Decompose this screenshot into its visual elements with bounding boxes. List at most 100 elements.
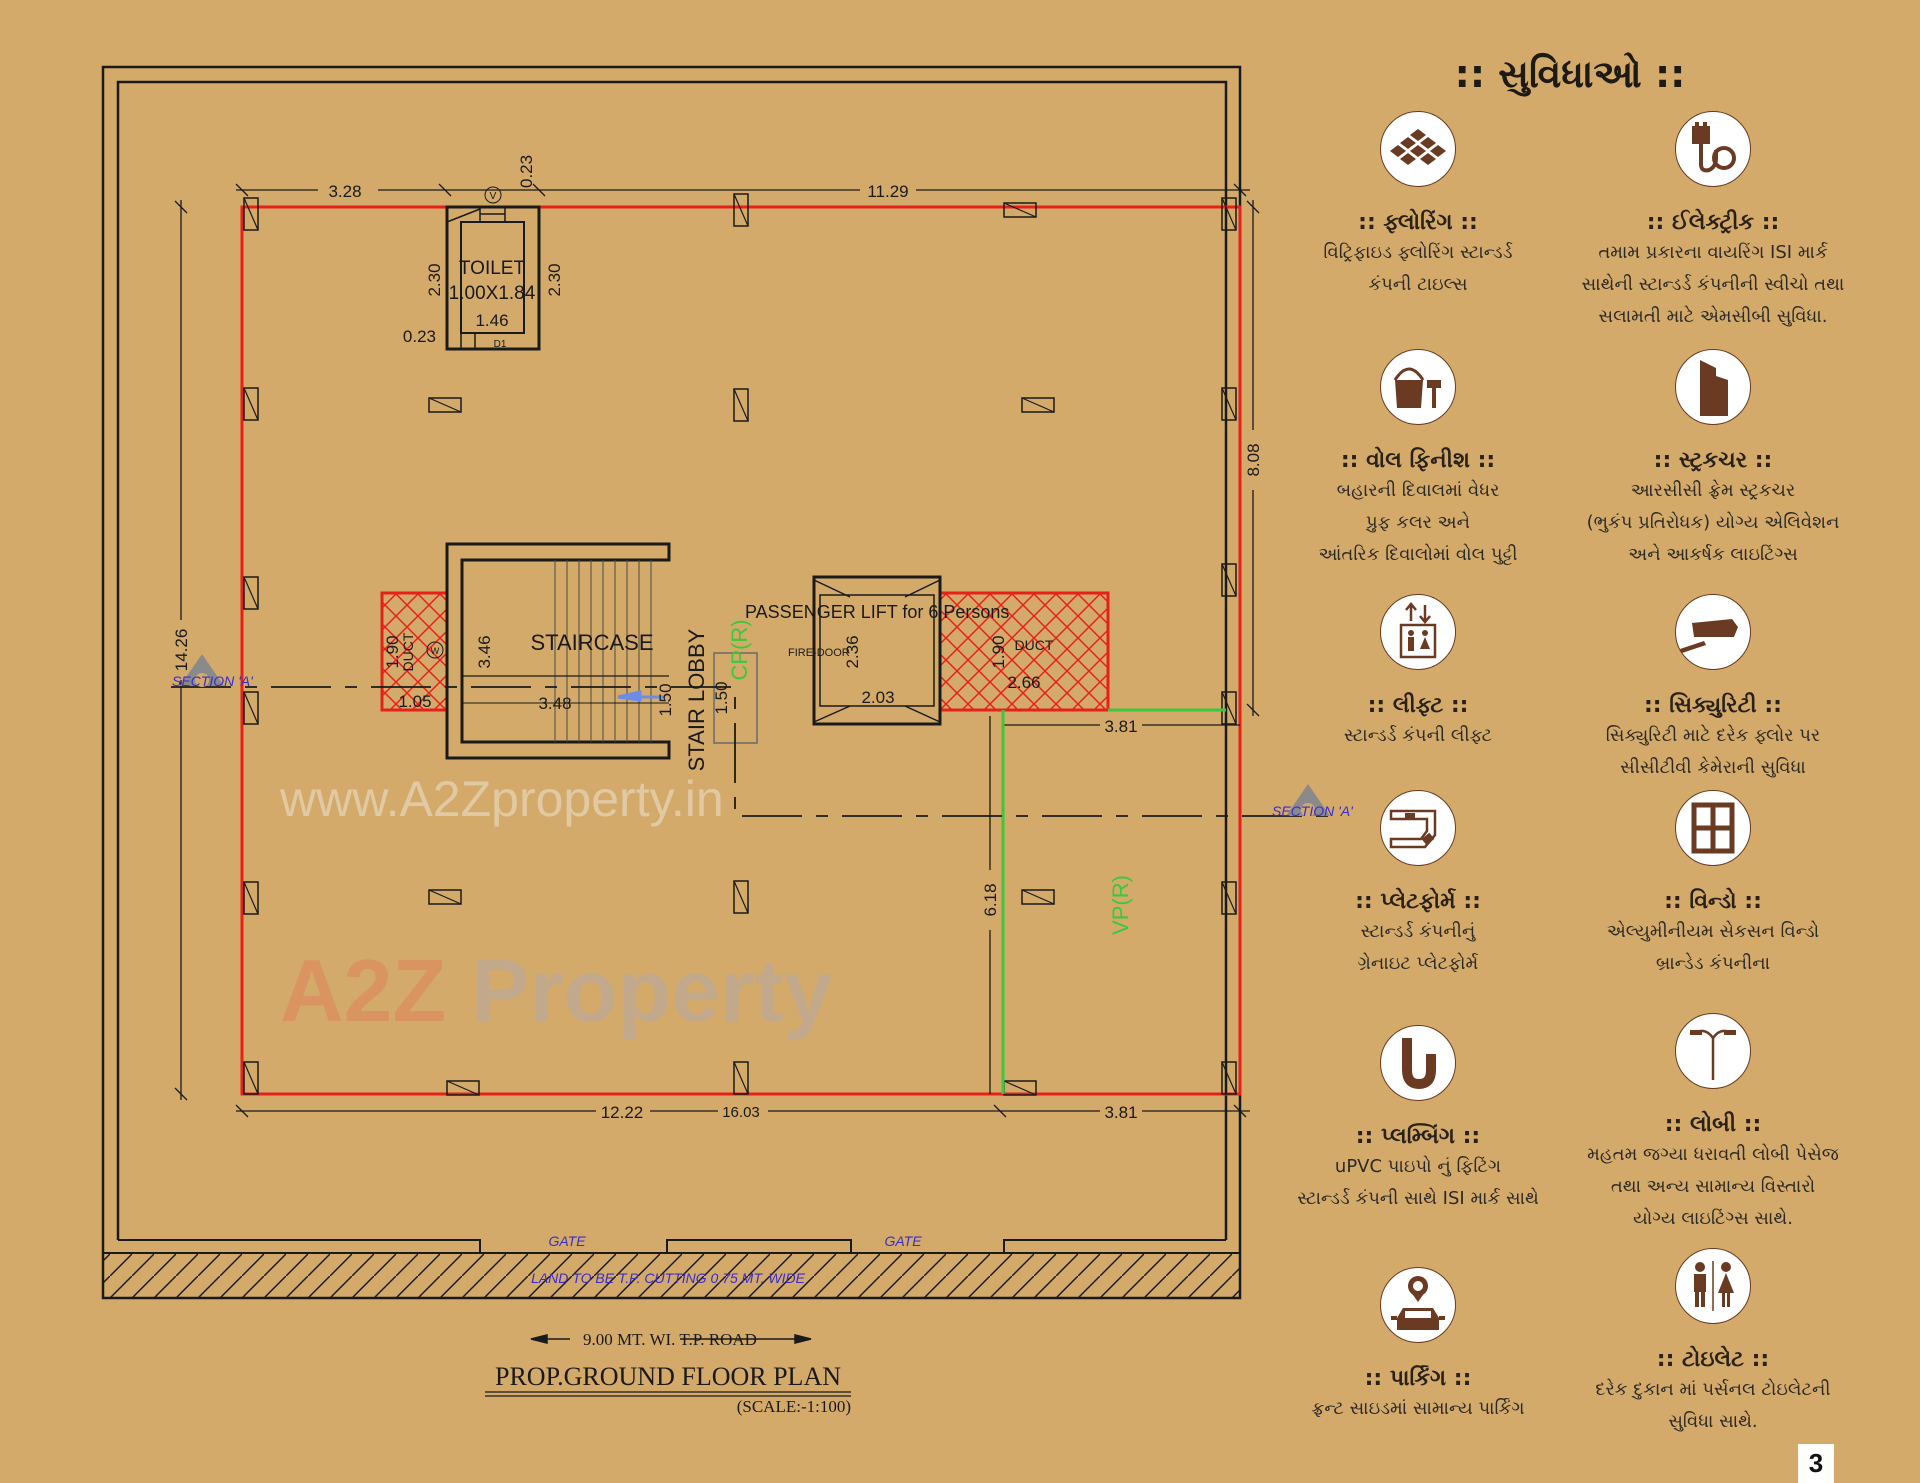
dim-bottom-right: 3.81 [1104, 1103, 1137, 1122]
column-diagonal [243, 387, 259, 421]
restroom-icon [1675, 1248, 1751, 1324]
columns [243, 193, 1237, 1096]
amenity-description-line: આંતરિક દિવાલોમાં વોલ પુટ્ટી [1318, 544, 1518, 565]
column-diagonal [446, 1080, 480, 1096]
amenity-description-line: સ્ટાન્ડર્ડ કંપની સાથે ISI માર્ક સાથે [1297, 1188, 1539, 1209]
lift-label: PASSENGER LIFT for 6 Persons [745, 602, 1009, 622]
section-line [171, 686, 1341, 817]
amenity-description-line: કંપની ટાઇલ્સ [1368, 274, 1468, 295]
electric-plug-icon [1675, 111, 1751, 187]
lobby-h-dim: 1.50 [712, 681, 731, 714]
column [1221, 1061, 1237, 1095]
street-lamp-icon [1675, 1013, 1751, 1089]
stair-h-dim: 3.46 [475, 635, 494, 668]
amenity-description-line: પ્રુફ કલર અને [1366, 512, 1470, 533]
toilet-size: 1.00X1.84 [449, 283, 536, 304]
amenity-description-line: સલામતી માટે એમસીબી સુવિધા. [1598, 306, 1828, 327]
amenity-description-line: બહારની દિવાલમાં વેધર [1336, 480, 1500, 501]
amenity-description-line: સાથેની સ્ટાન્ડર્ડ કંપનીની સ્વીચો તથા [1581, 274, 1845, 295]
dim-right-upper: 8.08 [1244, 443, 1263, 476]
column [1021, 889, 1055, 905]
amenity-title: :: સિક્યુરિટી :: [1644, 693, 1782, 718]
window-icon [1675, 790, 1751, 866]
column-diagonal [733, 193, 749, 227]
road-arrows [530, 1334, 812, 1344]
section-left-label: SECTION 'A' [172, 673, 254, 689]
vp-line [1001, 708, 1226, 1094]
column-diagonal [733, 880, 749, 914]
amenity-electric-plug: :: ઈલેક્ટ્રીક ::તમામ પ્રકારના વાયરિંગ IS… [1543, 111, 1883, 333]
dim-top-left: 3.28 [328, 182, 361, 201]
land-cutting-note: LAND TO BE T.P. CUTTING 0.75 MT. WIDE [531, 1270, 806, 1286]
column-diagonal [243, 1061, 259, 1095]
column [243, 881, 259, 915]
column-diagonal [428, 889, 462, 905]
amenity-description-line: મહતમ જગ્યા ધરાવતી લોબી પેસેજ [1587, 1144, 1839, 1165]
duct-left: DUCT 1.90 W 1.05 [380, 591, 449, 712]
amenity-flooring-tiles: :: ફ્લોરિંગ ::વિટ્રિફાઇડ ફ્લોરિંગ સ્ટાન્… [1248, 111, 1588, 301]
amenity-description-line: ફ્રન્ટ સાઇડમાં સામાન્ય પાર્કિંગ [1311, 1398, 1525, 1419]
section-marker-left: SECTION 'A' [172, 654, 254, 689]
column [243, 691, 259, 725]
column [733, 1061, 749, 1095]
amenity-description-line: ગ્રેનાઇટ પ્લેટફોર્મ [1357, 953, 1479, 974]
road-label: 9.00 MT. WI. T.P. ROAD [583, 1330, 757, 1349]
compound-wall-segments [118, 1239, 1226, 1253]
column-diagonal [1221, 1061, 1237, 1095]
column-diagonal [1221, 691, 1237, 725]
amenity-description-line: સુવિધા સાથે. [1668, 1411, 1758, 1432]
toilet-h-left: 2.30 [425, 263, 444, 296]
amenity-title: :: વોલ ફિનીશ :: [1340, 448, 1496, 473]
column-diagonal [243, 197, 259, 231]
amenity-description-line: સ્ટાન્ડર્ડ કંપનીનું [1360, 921, 1476, 942]
column [733, 388, 749, 422]
toilet-vent-label: V [490, 191, 497, 202]
plan-scale: (SCALE:-1:100) [737, 1397, 851, 1416]
amenity-description-line: સિક્યુરિટી માટે દરેક ફ્લોર પર [1605, 725, 1821, 746]
paint-bucket-icon [1380, 349, 1456, 425]
column-diagonal [1221, 197, 1237, 231]
amenity-title: :: પ્લમ્બિંગ :: [1355, 1124, 1481, 1149]
dim-right-lower: 6.18 [981, 883, 1000, 916]
gate-1-label: GATE [548, 1233, 586, 1249]
section-right-label: SECTION 'A' [1272, 803, 1354, 819]
duct-left-label: DUCT [400, 632, 416, 671]
column [1003, 202, 1037, 218]
amenity-cctv-camera: :: સિક્યુરિટી ::સિક્યુરિટી માટે દરેક ફ્લ… [1543, 594, 1883, 784]
column-diagonal [1003, 202, 1037, 218]
amenity-description-line: uPVC પાઇપો નું ફિટિંગ [1334, 1156, 1502, 1177]
dim-left-total: 14.26 [172, 629, 191, 672]
vp-label: VP(R) [1108, 875, 1133, 935]
elevator-icon [1380, 594, 1456, 670]
duct-right-label: DUCT [1015, 637, 1054, 653]
stair-w-dim: 3.48 [538, 694, 571, 713]
column [243, 576, 259, 610]
tp-cutting-strip [102, 1252, 1241, 1299]
amenity-title: :: પ્લેટફોર્મ :: [1355, 889, 1481, 914]
page-number: 3 [1798, 1444, 1834, 1483]
column [446, 1080, 480, 1096]
staircase: STAIRCASE 3.46 3.48 STAIR LOBBY 1.50 1.5… [445, 542, 758, 771]
amenity-restroom: :: ટોઇલેટ ::દરેક દુકાન માં પર્સનલ ટોઇલેટ… [1543, 1248, 1883, 1438]
column-diagonal [1021, 889, 1055, 905]
amenity-description-line: અને આકર્ષક લાઇટિંગ્સ [1628, 544, 1798, 565]
toilet-wall-dim: 0.23 [403, 327, 436, 346]
lift-w-dim: 2.03 [861, 688, 894, 707]
dim-mid-right: 3.81 [1104, 717, 1137, 736]
column-diagonal [243, 691, 259, 725]
amenity-title: :: લીફ્ટ :: [1367, 693, 1469, 718]
column-diagonal [733, 388, 749, 422]
column [1221, 563, 1237, 597]
duct-left-w: 1.05 [398, 692, 431, 711]
toilet-h-right: 2.30 [545, 263, 564, 296]
dim-bottom-left: 12.22 [601, 1103, 644, 1122]
cctv-camera-icon [1675, 594, 1751, 670]
column [1221, 691, 1237, 725]
section-marker-right: SECTION 'A' [1272, 784, 1354, 819]
column-diagonal [733, 1061, 749, 1095]
duct-w-label: W [431, 646, 440, 656]
kitchen-platform-icon [1380, 790, 1456, 866]
amenity-description-line: તથા અન્ય સામાન્ય વિસ્તારો [1610, 1176, 1816, 1197]
